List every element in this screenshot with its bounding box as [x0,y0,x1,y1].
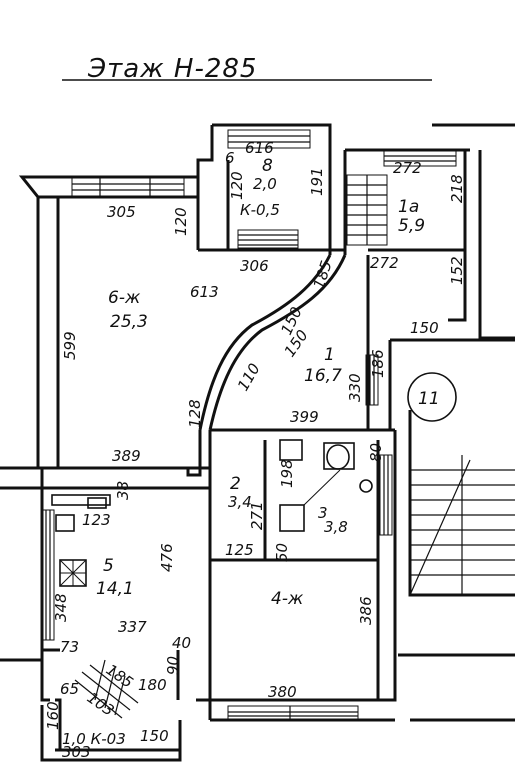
stair-right [409,455,515,596]
window-bottom [227,705,359,721]
dim-303: 303 [62,743,91,761]
dim-150-d: 150 [140,727,169,745]
dim-103: 103 [84,689,118,720]
room-6-area: 25,3 [110,312,148,332]
room-2-area: 3,4 [228,493,252,511]
dim-90: 90 [164,656,182,675]
room-4-name: 4-ж [271,589,304,609]
dim-305: 305 [107,203,136,221]
room-5-name: 5 [103,556,114,576]
dim-389: 389 [112,447,141,465]
dim-613: 613 [190,283,219,301]
dim-191: 191 [308,167,326,196]
room-2-name: 2 [230,474,241,494]
room-8-area: 2,0 [253,175,277,193]
room-1-name: 1 [324,345,335,365]
room-8-name: 8 [262,156,273,176]
dim-150-c: 150 [410,319,439,337]
dim-128: 128 [186,399,204,428]
dim-599: 599 [61,331,79,360]
dim-348: 348 [52,593,70,622]
dim-330: 330 [346,373,364,402]
dim-120-b: 120 [228,171,246,200]
room-5-area: 14,1 [96,579,134,599]
toilet-icon [326,444,350,470]
dim-616: 616 [245,139,274,157]
dim-123: 123 [82,511,111,529]
stair-number: 11 [418,389,440,409]
shower-icon [279,504,305,532]
room-3-area: 3,8 [324,518,348,536]
counter-icon [51,494,111,506]
dim-386: 386 [357,596,375,625]
window-bath-lower [237,229,299,249]
dim-271: 271 [248,501,266,530]
dim-476: 476 [158,543,176,572]
dim-399: 399 [290,408,319,426]
dim-65: 65 [60,680,79,698]
dim-152: 152 [448,256,466,285]
dim-6: 6 [225,149,235,167]
dim-120-a: 120 [172,207,190,236]
window-right [379,454,393,536]
dim-380: 380 [268,683,297,701]
window-bath8 [227,129,311,149]
dim-110: 110 [234,360,264,394]
closet-k03-label: 1,0 К-03 [62,730,126,748]
dim-218: 218 [448,174,466,203]
window-top-left [71,176,185,198]
room-6-name: 6-ж [108,288,141,308]
room-1a-name: 1а [398,197,419,217]
dim-73: 73 [60,638,79,656]
dim-40: 40 [172,634,191,652]
sink-icon [359,479,373,493]
dim-160: 160 [44,701,62,730]
cabinet-icon [55,514,75,532]
room-1a-area: 5,9 [398,216,425,236]
toilet-tank-icon [323,442,355,470]
windows [41,129,457,721]
sink-kitchen-icon [87,497,107,509]
dim-80: 80 [367,443,385,462]
room-3-name: 3 [318,504,328,522]
bathtub-icon [279,439,303,461]
dim-185-a: 185 [310,258,336,291]
dim-50: 50 [273,543,291,562]
dim-272: 272 [393,159,422,177]
window-room1-right [365,354,379,406]
closet-k05-label: К-0,5 [240,201,280,219]
dim-185-b: 185 [103,661,137,692]
walls [0,123,515,762]
dim-337: 337 [118,618,147,636]
dim-272-b: 272 [370,254,399,272]
dim-198: 198 [278,459,296,488]
fixtures [51,439,373,587]
stairs [74,174,515,719]
stair-upper [346,174,388,246]
dim-186: 186 [369,349,387,378]
window-room1a [383,149,457,167]
window-left [41,509,55,641]
stair-number-circle [407,372,457,422]
dim-125: 125 [225,541,254,559]
dim-180: 180 [138,676,167,694]
dim-38: 38 [114,481,132,500]
dim-306: 306 [240,257,269,275]
room-1-area: 16,7 [304,366,342,386]
stair-bottom-left [74,659,139,719]
plan-title: Этаж Н-285 [87,54,257,84]
dimension-labels: 305 120 616 120 191 6 272 218 306 185 27… [44,139,466,761]
